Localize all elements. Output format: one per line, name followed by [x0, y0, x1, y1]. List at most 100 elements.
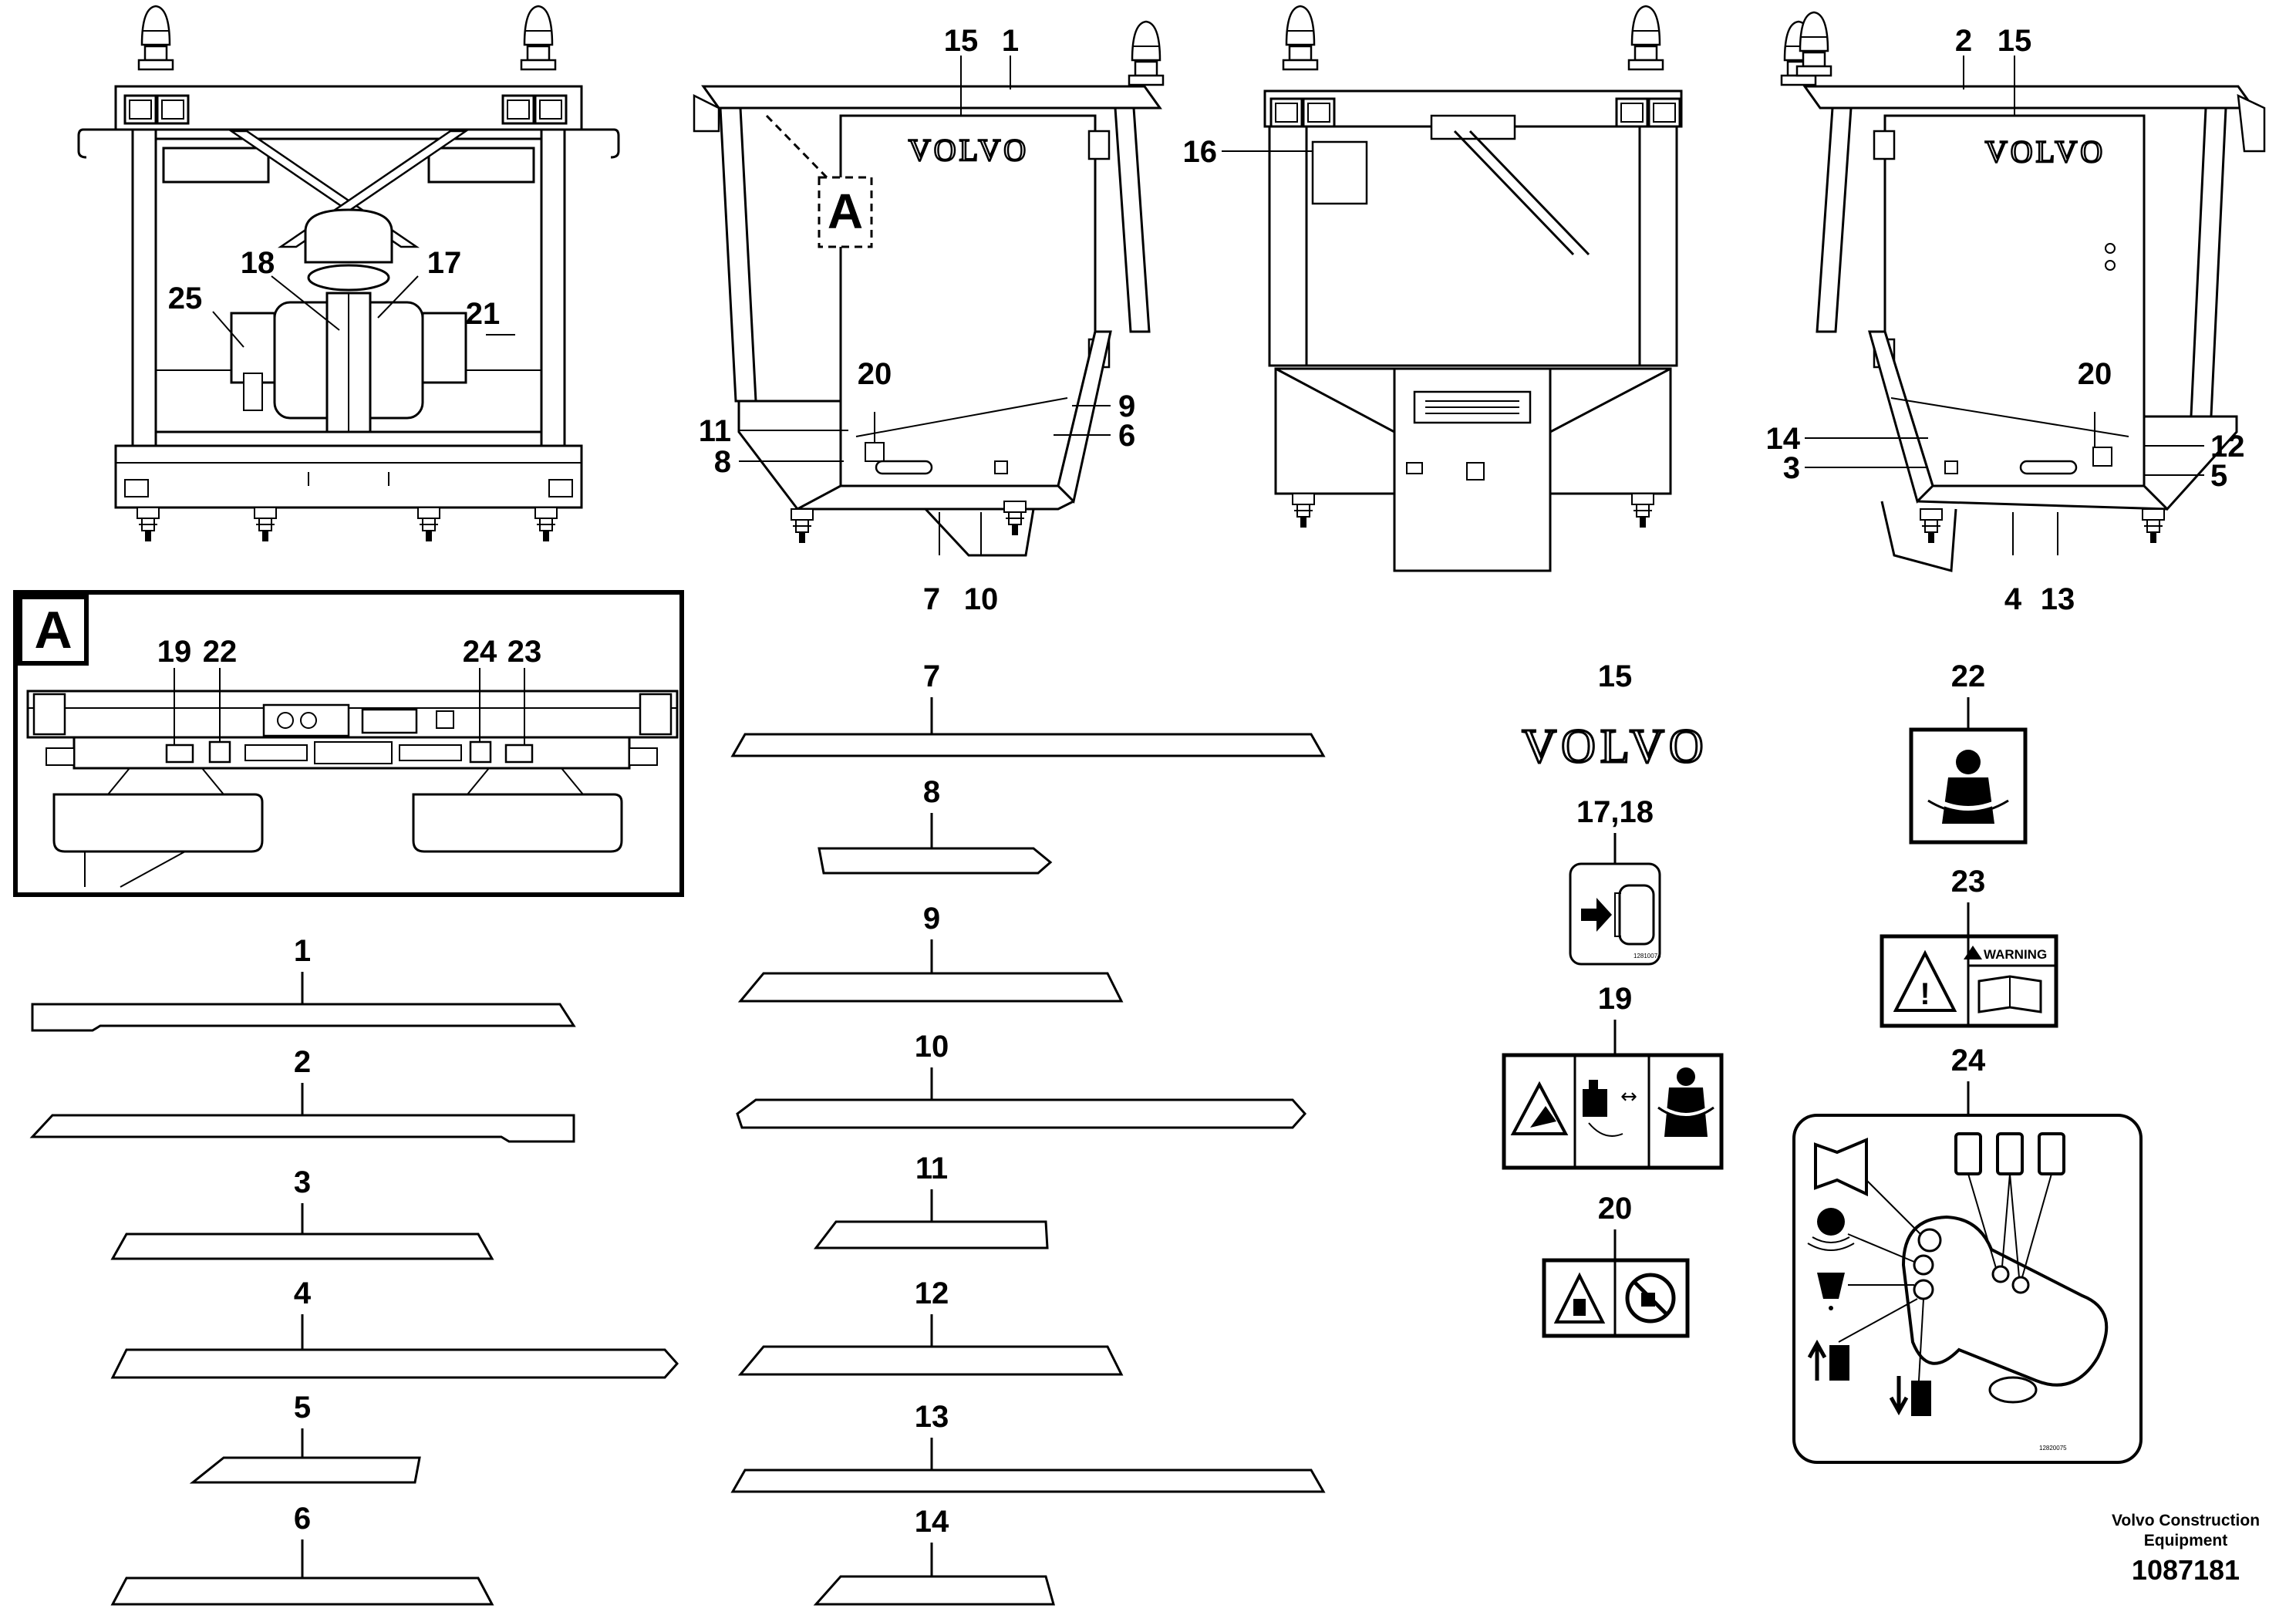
strip-13: 13	[730, 1400, 1326, 1493]
callout-4: 4	[2004, 582, 2022, 616]
rear-view: 16	[1183, 5, 1683, 572]
decal-15-text: VOLVO	[1522, 720, 1708, 773]
strip-10: 10	[736, 1030, 1307, 1129]
decal-22: 22	[1909, 659, 2028, 845]
drawing-number: 1087181	[2132, 1554, 2240, 1586]
strip-12-shape	[737, 1345, 1124, 1376]
strip-6-shape	[110, 1576, 494, 1606]
spray-icon	[1817, 1273, 1845, 1299]
steer-icon-2	[1996, 1132, 2024, 1175]
detail-a-panel: A 19 22 24 23	[13, 590, 684, 897]
company-name-line1: Volvo Construction	[2112, 1512, 2260, 1529]
strip-13-label: 13	[915, 1400, 949, 1434]
decal-19: 19 ↔	[1502, 982, 1724, 1170]
decal-17-18: 17,18 12810074	[1569, 795, 1661, 966]
warning-triangle-icon	[1893, 949, 1957, 1012]
strip-4-label: 4	[294, 1276, 312, 1310]
callout-12: 12	[2210, 430, 2245, 464]
raise-icon	[1807, 1339, 1827, 1381]
steer-icon-1	[1954, 1132, 1982, 1175]
strip-1-shape	[31, 1003, 576, 1032]
strip-7-shape	[730, 733, 1326, 757]
callout-1: 1	[1002, 24, 1019, 58]
decal-15-label: 15	[1598, 659, 1633, 693]
strip-6-label: 6	[294, 1502, 311, 1536]
decal-24: 24 12820075	[1792, 1044, 2143, 1464]
strip-1: 1	[31, 934, 576, 1032]
callout-7: 7	[923, 582, 940, 616]
callout-21: 21	[466, 297, 501, 331]
strip-7: 7	[730, 659, 1326, 757]
brand-decal: VOLVO	[909, 133, 1029, 167]
decal-24-label: 24	[1951, 1044, 1986, 1077]
lower-icon	[1889, 1376, 1909, 1416]
brand-decal: VOLVO	[1985, 134, 2106, 169]
detail-marker-a: A	[828, 184, 863, 239]
decal-19-label: 19	[1598, 982, 1633, 1016]
strip-9-shape	[737, 972, 1124, 1003]
strip-7-label: 7	[923, 659, 940, 693]
strip-11-label: 11	[915, 1152, 948, 1185]
seatbelt-person-icon	[1956, 750, 1981, 774]
callout-17: 17	[427, 246, 462, 280]
strip-8-shape	[818, 847, 1053, 875]
strip-5-label: 5	[294, 1391, 311, 1425]
callout-20: 20	[858, 357, 892, 391]
beacon-icon	[1817, 1208, 1845, 1236]
decal-22-label: 22	[1951, 659, 1986, 693]
strip-8: 8	[818, 775, 1053, 875]
distance-arrow-icon: ↔	[1620, 1085, 1637, 1108]
title-block: Volvo Construction Equipment 1087181	[2112, 1512, 2260, 1586]
svg-text:!: !	[1920, 977, 1930, 1011]
strip-14-shape	[813, 1575, 1055, 1606]
machine-icon	[1583, 1089, 1607, 1117]
strip-3-label: 3	[294, 1165, 311, 1199]
callout-13: 13	[2041, 582, 2075, 616]
strip-9-label: 9	[923, 902, 940, 936]
callout-15: 15	[1998, 24, 2032, 58]
callout-25: 25	[168, 282, 203, 315]
callout-14: 14	[1766, 422, 1801, 456]
steer-icon-3	[2038, 1132, 2065, 1175]
strip-8-label: 8	[923, 775, 940, 809]
decal-20-label: 20	[1598, 1192, 1633, 1226]
strip-14: 14	[813, 1505, 1055, 1606]
strip-2: 2	[29, 1045, 575, 1143]
callout-18: 18	[241, 246, 275, 280]
callout-5: 5	[2210, 459, 2227, 493]
joystick-icon	[1901, 1215, 2109, 1387]
callout-3: 3	[1783, 451, 1800, 485]
strip-11: 11	[813, 1152, 1049, 1249]
decal-17-18-code: 12810074	[1633, 953, 1661, 959]
strip-3: 3	[110, 1165, 494, 1260]
callout-20: 20	[2078, 357, 2112, 391]
strip-4-shape	[110, 1348, 679, 1379]
callout-8: 8	[714, 445, 731, 479]
left-side-view: VOLVO A 15 1 20 11 8 9 6 7 10	[693, 20, 1165, 616]
callout-16: 16	[1183, 135, 1218, 169]
decal-23-label: 23	[1951, 865, 1986, 899]
strip-6: 6	[110, 1502, 494, 1606]
strip-10-label: 10	[915, 1030, 949, 1064]
strip-12-label: 12	[915, 1276, 949, 1310]
front-view: 18 17 25 21	[77, 5, 620, 542]
callout-2: 2	[1955, 24, 1972, 58]
strip-2-shape	[29, 1114, 575, 1143]
callout-6: 6	[1118, 419, 1135, 453]
seat-icon	[1618, 884, 1655, 946]
callout-24: 24	[463, 635, 497, 669]
decal-23-warning-text: WARNING	[1984, 947, 2047, 962]
strip-10-shape	[736, 1098, 1307, 1129]
callout-9: 9	[1118, 389, 1135, 423]
operator-seatbelt-icon	[1677, 1067, 1695, 1086]
strip-4: 4	[110, 1276, 679, 1379]
company-name-line2: Equipment	[2144, 1532, 2228, 1549]
strip-2-label: 2	[294, 1045, 311, 1079]
decal-15: 15 VOLVO	[1521, 659, 1708, 774]
horn-icon	[1814, 1137, 1868, 1197]
strip-11-shape	[813, 1220, 1049, 1249]
strip-12: 12	[737, 1276, 1124, 1376]
strip-1-label: 1	[294, 934, 311, 968]
strip-3-shape	[110, 1233, 494, 1260]
